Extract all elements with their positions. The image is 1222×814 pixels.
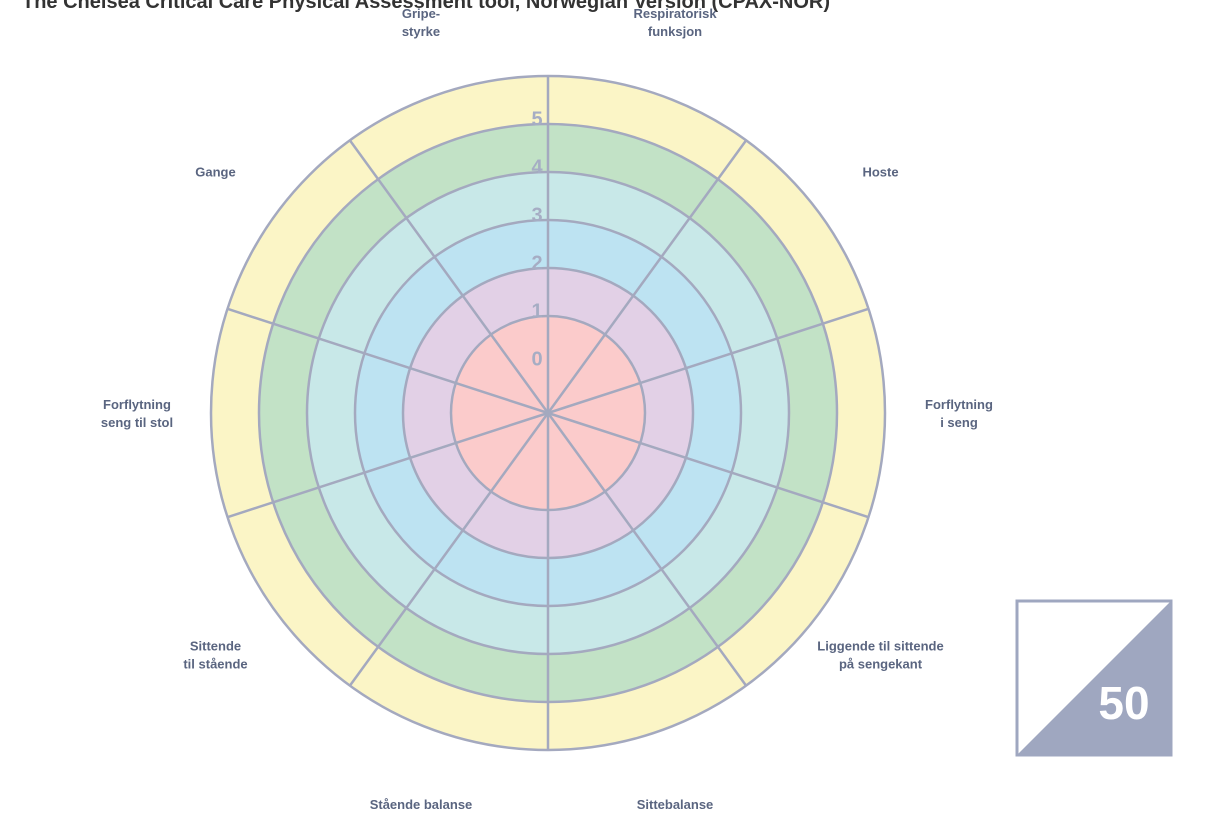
total-score-box: 50 — [1015, 599, 1173, 757]
axis-label-forflytning-i-seng: Forflytning i seng — [925, 397, 993, 430]
axis-label-line: til stående — [183, 657, 247, 672]
level-label-2: 2 — [531, 252, 542, 274]
axis-label-gripestyrke: Gripe-styrke — [402, 6, 440, 39]
axis-label-sittebalanse: Sittebalanse — [637, 797, 714, 812]
level-labels: 0 1 2 3 4 5 — [531, 108, 543, 370]
axis-label-sittende-til-staaende: Sittende til stående — [183, 639, 247, 672]
level-label-4: 4 — [531, 156, 543, 178]
axis-label-line: styrke — [402, 24, 440, 39]
axis-label-line: Respiratorisk — [633, 6, 717, 21]
axis-label-gange: Gange — [195, 164, 235, 179]
spoke-8 — [227, 411, 549, 519]
axis-label-staaende-balanse: Stående balanse — [370, 797, 473, 812]
level-label-3: 3 — [531, 204, 542, 226]
axis-label-line: funksjon — [648, 24, 702, 39]
axis-label-line: Hoste — [862, 164, 898, 179]
spoke-7 — [348, 412, 550, 687]
total-score: 50 — [1098, 677, 1149, 729]
axis-label-hoste: Hoste — [862, 164, 898, 179]
axis-label-line: Forflytning — [103, 397, 171, 412]
spoke-10 — [348, 139, 550, 414]
axis-spokes — [227, 76, 869, 750]
axis-label-liggende-til-sittende: Liggende til sittende på sengekant — [817, 639, 943, 672]
axis-label-line: i seng — [940, 415, 978, 430]
spoke-2 — [546, 139, 748, 414]
axis-label-line: Sittende — [190, 639, 241, 654]
axis-label-line: på sengekant — [839, 657, 923, 672]
axis-label-line: Forflytning — [925, 397, 993, 412]
spoke-9 — [227, 307, 549, 415]
spoke-3 — [547, 307, 869, 415]
level-label-0: 0 — [531, 348, 542, 370]
axis-label-line: Gange — [195, 164, 235, 179]
page-title: The Chelsea Critical Care Physical Asses… — [22, 0, 831, 13]
axis-label-line: seng til stol — [101, 415, 173, 430]
axis-label-forflytning-seng-til-stol: Forflytning seng til stol — [101, 397, 173, 430]
axis-label-line: Stående balanse — [370, 797, 473, 812]
axis-label-respiratorisk-funksjon: Respiratorisk funksjon — [633, 6, 717, 39]
axis-label-line: Sittebalanse — [637, 797, 714, 812]
level-label-5: 5 — [531, 108, 542, 130]
level-label-1: 1 — [531, 300, 542, 322]
axis-label-line: Gripe- — [402, 6, 440, 21]
spoke-4 — [547, 411, 869, 519]
spoke-5 — [546, 412, 748, 687]
score-box-triangle — [1017, 601, 1171, 755]
axis-label-line: Liggende til sittende — [817, 639, 943, 654]
